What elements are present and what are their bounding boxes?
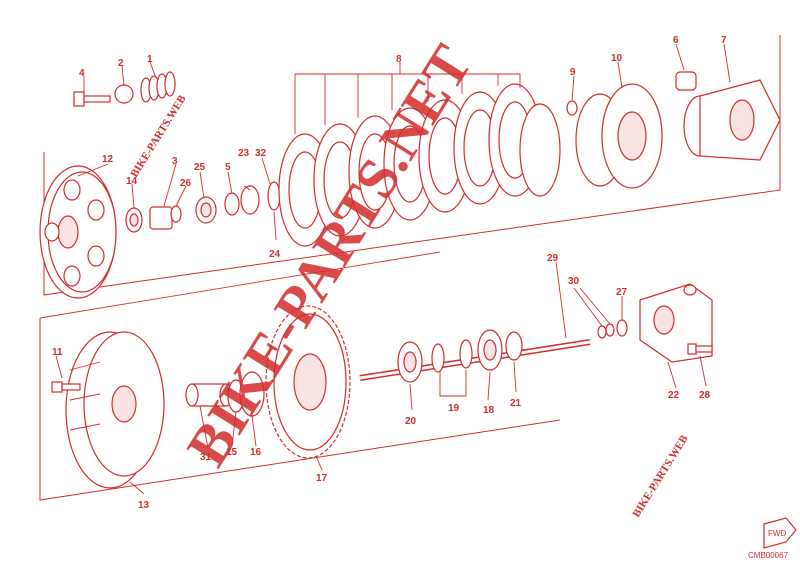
callout-20: 20	[405, 416, 417, 427]
spring-cup-icon	[114, 84, 134, 104]
callout-4: 4	[79, 68, 85, 79]
callout-8: 8	[396, 54, 402, 65]
callout-1: 1	[147, 54, 153, 65]
clutch-plate-icon	[278, 83, 561, 247]
bushing-icon	[675, 71, 697, 91]
callout-10: 10	[611, 53, 623, 64]
pressure-plate-icon	[39, 165, 117, 299]
bearing-icon	[125, 207, 143, 233]
o-ring-icon	[605, 323, 615, 337]
bearing-icon	[477, 329, 503, 371]
callout-17: 17	[316, 473, 328, 484]
drawing-code: CMB00067	[748, 551, 789, 560]
lower-assembly-frame	[39, 318, 561, 501]
callout-19: 19	[448, 403, 460, 414]
gear-icon	[265, 305, 351, 459]
spring-icon	[140, 71, 176, 103]
bolt-icon	[73, 91, 111, 107]
callout-24: 24	[269, 249, 281, 260]
o-ring-icon	[597, 325, 607, 339]
callout-12: 12	[102, 154, 114, 165]
o-ring-icon	[616, 319, 628, 337]
callout-21: 21	[510, 398, 522, 409]
callout-32: 32	[255, 148, 267, 159]
callout-18: 18	[483, 405, 495, 416]
ring-icon	[566, 100, 578, 116]
bearing-icon	[397, 341, 423, 383]
fwd-label: FWD	[768, 529, 786, 538]
callout-29: 29	[547, 253, 559, 264]
callout-26: 26	[180, 178, 192, 189]
circlip-icon	[431, 343, 445, 373]
watermark-small: BIKE-PARTS.WEB	[128, 93, 189, 180]
circlip-icon	[459, 339, 473, 369]
callout-5: 5	[225, 162, 231, 173]
callout-2: 2	[118, 58, 124, 69]
callout-6: 6	[673, 35, 679, 46]
callout-7: 7	[721, 35, 727, 46]
callout-23: 23	[238, 148, 250, 159]
callout-labels: 1 2 3 4 5 6 7 8 9 10 11 12 13 14 15 16 1…	[52, 35, 727, 511]
leader-lines	[55, 43, 731, 495]
callout-22: 22	[668, 390, 680, 401]
clutch-hub-icon	[575, 83, 663, 189]
callout-9: 9	[570, 67, 576, 78]
callout-25: 25	[194, 162, 206, 173]
callout-14: 14	[126, 176, 138, 187]
callout-3: 3	[172, 156, 178, 167]
slave-cylinder-icon	[639, 283, 713, 363]
callout-28: 28	[699, 390, 711, 401]
callout-11: 11	[52, 347, 63, 358]
callout-16: 16	[250, 447, 262, 458]
fwd-arrow-icon	[763, 517, 797, 549]
callout-27: 27	[616, 287, 628, 298]
watermark-small: BIKE-PARTS.WEB	[630, 433, 691, 520]
pushrod-cap-icon	[149, 205, 182, 230]
washer-icon	[505, 331, 523, 361]
bolt-icon	[195, 196, 217, 224]
clutch-basket-icon	[65, 331, 165, 489]
bolt-icon	[687, 343, 713, 355]
callout-31: 31	[200, 452, 212, 463]
callout-13: 13	[138, 500, 150, 511]
clutch-cover-icon	[683, 79, 781, 161]
circlip-icon	[267, 181, 281, 211]
callout-15: 15	[226, 447, 238, 458]
washer-icon	[224, 192, 240, 216]
callout-30: 30	[568, 276, 580, 287]
bolt-icon	[51, 381, 81, 393]
washer-icon	[240, 185, 260, 215]
